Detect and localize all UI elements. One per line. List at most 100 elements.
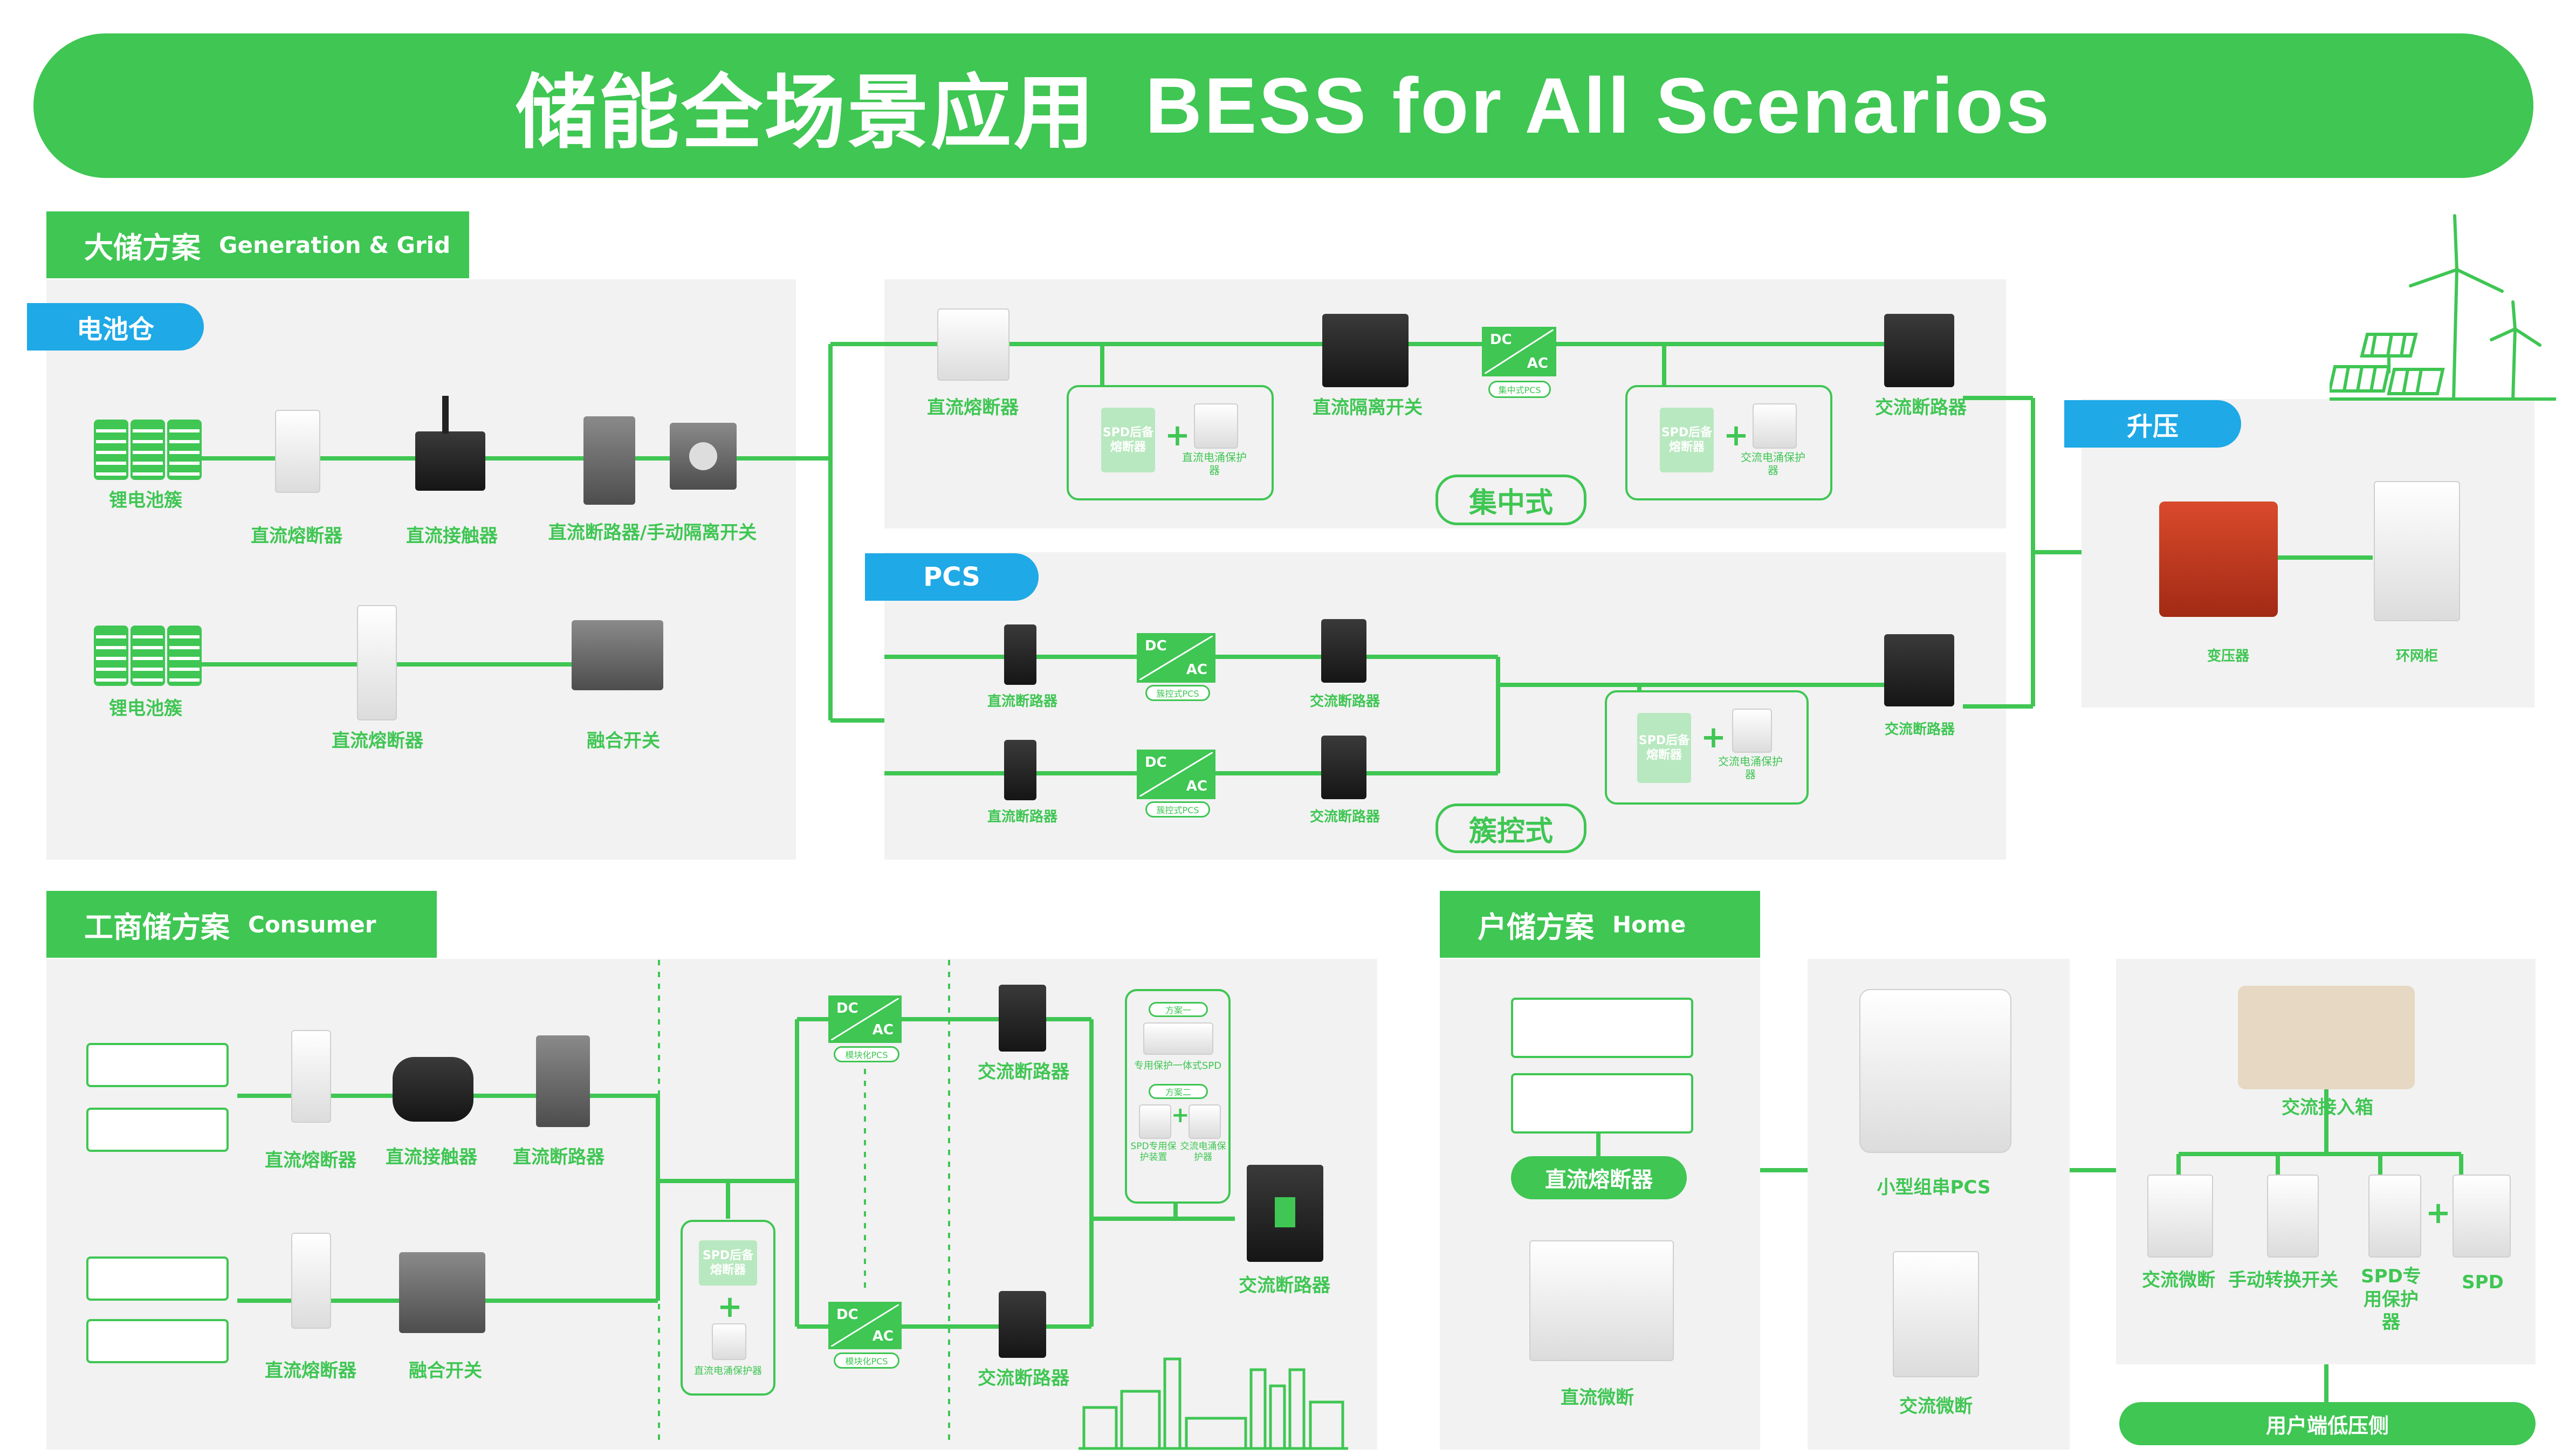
- consumer-dc-fuse-label-2: 直流熔断器: [265, 1360, 356, 1382]
- pcs-dc-breaker-label-2: 直流断路器: [987, 809, 1058, 825]
- mode-tag-centralized: 集中式: [1435, 475, 1586, 525]
- option1-title: 方案一: [1149, 1002, 1208, 1017]
- central-spd1-label: 直流电涌保护器: [1182, 451, 1247, 477]
- consumer-battery-1: [86, 1043, 229, 1087]
- renewables-illustration: [2330, 214, 2556, 401]
- consumer-main-ac-breaker-device: [1247, 1165, 1323, 1262]
- option1-text: 专用保护一体式SPD: [1134, 1060, 1222, 1072]
- central-spd1-fuse: SPD后备熔断器: [1101, 408, 1155, 472]
- consumer-dc-breaker-device: [536, 1035, 590, 1127]
- pcs2-dc-text: DC: [1145, 754, 1167, 771]
- home-pcs-device: [1859, 989, 2011, 1153]
- consumer-dc-breaker-label: 直流断路器: [513, 1146, 605, 1168]
- home-bottom-ac-mcb-label: 交流微断: [2142, 1269, 2215, 1291]
- section-tag-consumer-zh: 工商储方案: [84, 910, 230, 944]
- pcs-spd-box: SPD后备熔断器 + 交流电涌保护器: [1605, 690, 1809, 805]
- central-ac-breaker-device: [1884, 314, 1954, 387]
- consumer-pcs-caption-1: 模块化PCS: [834, 1046, 899, 1062]
- central-dc-fuse-device: [937, 308, 1009, 381]
- pcs-dc-breaker-label-1: 直流断路器: [987, 693, 1058, 710]
- pcs-ac-breaker-device-2: [1321, 736, 1366, 799]
- pcs-main-ac-breaker-label: 交流断路器: [1884, 722, 1955, 738]
- pcs-ac-breaker-device-1: [1321, 619, 1366, 683]
- central-ac-text: AC: [1527, 355, 1548, 372]
- home-ac-mcb-device: [1893, 1251, 1979, 1377]
- plus-icon: +: [1723, 418, 1749, 453]
- battery-room-title: 电池仓: [27, 303, 204, 351]
- consumer-pcs-converter-1: DC AC: [828, 995, 902, 1043]
- consumer-pcs-converter-2: DC AC: [828, 1302, 902, 1349]
- consumer-ac-breaker-label-1: 交流断路器: [978, 1061, 1069, 1083]
- pcs-converter-1: DC AC: [1137, 633, 1215, 683]
- dc-fuse-label-1: 直流熔断器: [251, 525, 342, 547]
- title-banner: 储能全场景应用 BESS for All Scenarios: [33, 33, 2533, 178]
- consumer-dc-fuse-label-1: 直流熔断器: [265, 1150, 356, 1171]
- consumer-option-box: 方案一 专用保护一体式SPD 方案二 + SPD专用保护装置 交流电涌保护器: [1125, 989, 1231, 1204]
- home-ac-mcb-label: 交流微断: [1899, 1396, 1973, 1417]
- home-wiring: [1596, 1089, 2463, 1402]
- consumer-spd-box: SPD后备熔断器 + 直流电涌保护器: [681, 1220, 775, 1396]
- pcs-dc-breaker-device-2: [1004, 740, 1036, 800]
- home-transfer-switch-label: 手动转换开关: [2228, 1269, 2338, 1291]
- dc-fuse-device-2: [357, 605, 397, 720]
- plus-icon: +: [717, 1289, 743, 1324]
- consumer-spd-fuse: SPD后备熔断器: [699, 1240, 757, 1286]
- dc-contactor-label-1: 直流接触器: [406, 525, 498, 547]
- consumer-pcs2-dc: DC: [836, 1307, 858, 1323]
- plus-icon: +: [1701, 720, 1726, 755]
- pcs-spd-fuse: SPD后备熔断器: [1637, 713, 1691, 783]
- home-bottom-ac-mcb-device: [2147, 1175, 2213, 1258]
- dc-fuse-label-2: 直流熔断器: [332, 730, 423, 752]
- mode-tag-cluster: 簇控式: [1435, 803, 1586, 853]
- fusion-switch-label: 融合开关: [587, 730, 660, 752]
- home-transfer-switch-device: [2267, 1175, 2319, 1258]
- central-pcs-caption: 集中式PCS: [1488, 381, 1551, 398]
- pcs-spd-label: 交流电涌保护器: [1718, 755, 1783, 781]
- ring-main-unit-device: [2374, 481, 2460, 621]
- consumer-fusion-switch-label: 融合开关: [409, 1360, 482, 1382]
- pcs-main-ac-breaker-device: [1884, 634, 1954, 706]
- home-spd-protector-label: SPD专用保护器: [2361, 1266, 2421, 1333]
- central-spd-box-1: SPD后备熔断器 + 直流电涌保护器: [1067, 385, 1274, 500]
- consumer-pcs2-ac: AC: [872, 1328, 894, 1344]
- central-ac-breaker-label: 交流断路器: [1875, 397, 1967, 418]
- home-pcs-label: 小型组串PCS: [1877, 1177, 1991, 1198]
- option1-device: [1143, 1022, 1213, 1055]
- consumer-pcs1-dc: DC: [836, 1000, 858, 1017]
- option2-device-right: [1189, 1104, 1221, 1139]
- consumer-dc-contactor-device: [393, 1057, 473, 1122]
- consumer-spd-label: 直流电涌保护器: [694, 1365, 762, 1377]
- central-dc-fuse-label: 直流熔断器: [927, 397, 1019, 418]
- consumer-dc-fuse-device-2: [291, 1233, 331, 1329]
- pcs-ac-breaker-label-2: 交流断路器: [1309, 809, 1380, 825]
- central-spd-box-2: SPD后备熔断器 + 交流电涌保护器: [1625, 385, 1832, 500]
- pcs-spd-device: [1732, 709, 1772, 753]
- consumer-dc-contactor-label: 直流接触器: [386, 1146, 477, 1168]
- central-spd2-fuse: SPD后备熔断器: [1660, 408, 1714, 472]
- consumer-fusion-switch-device: [399, 1252, 485, 1333]
- section-tag-consumer-en: Consumer: [248, 911, 376, 938]
- transformer-label: 变压器: [2207, 648, 2250, 664]
- section-tag-home-en: Home: [1612, 911, 1686, 938]
- consumer-battery-2: [86, 1108, 229, 1152]
- consumer-main-ac-breaker-label: 交流断路器: [1239, 1275, 1330, 1296]
- rotary-isolator-device: [670, 423, 737, 490]
- battery-cluster-label-2: 锂电池簇: [109, 698, 182, 719]
- stepup-title: 升压: [2064, 400, 2241, 448]
- central-dc-isolator-label: 直流隔离开关: [1313, 397, 1423, 418]
- fusion-switch-device: [572, 620, 663, 690]
- plus-icon: +: [2426, 1196, 2451, 1231]
- section-tag-grid: 大储方案 Generation & Grid: [46, 211, 469, 278]
- option2-right-text: 交流电涌保护器: [1180, 1141, 1226, 1163]
- section-tag-consumer: 工商储方案 Consumer: [46, 891, 437, 958]
- dc-breaker-isolator-label: 直流断路器/手动隔离开关: [548, 522, 757, 544]
- central-spd1-device: [1194, 403, 1238, 449]
- battery-room-panel: [46, 279, 796, 860]
- pcs-ac-breaker-label-1: 交流断路器: [1309, 693, 1380, 710]
- consumer-dc-fuse-device-1: [291, 1030, 331, 1123]
- pcs2-ac-text: AC: [1186, 778, 1207, 794]
- consumer-ac-breaker-device-2: [999, 1291, 1046, 1358]
- plus-icon: +: [1171, 1103, 1190, 1128]
- dc-breaker-device-1: [583, 416, 635, 505]
- consumer-pcs-caption-2: 模块化PCS: [834, 1352, 899, 1369]
